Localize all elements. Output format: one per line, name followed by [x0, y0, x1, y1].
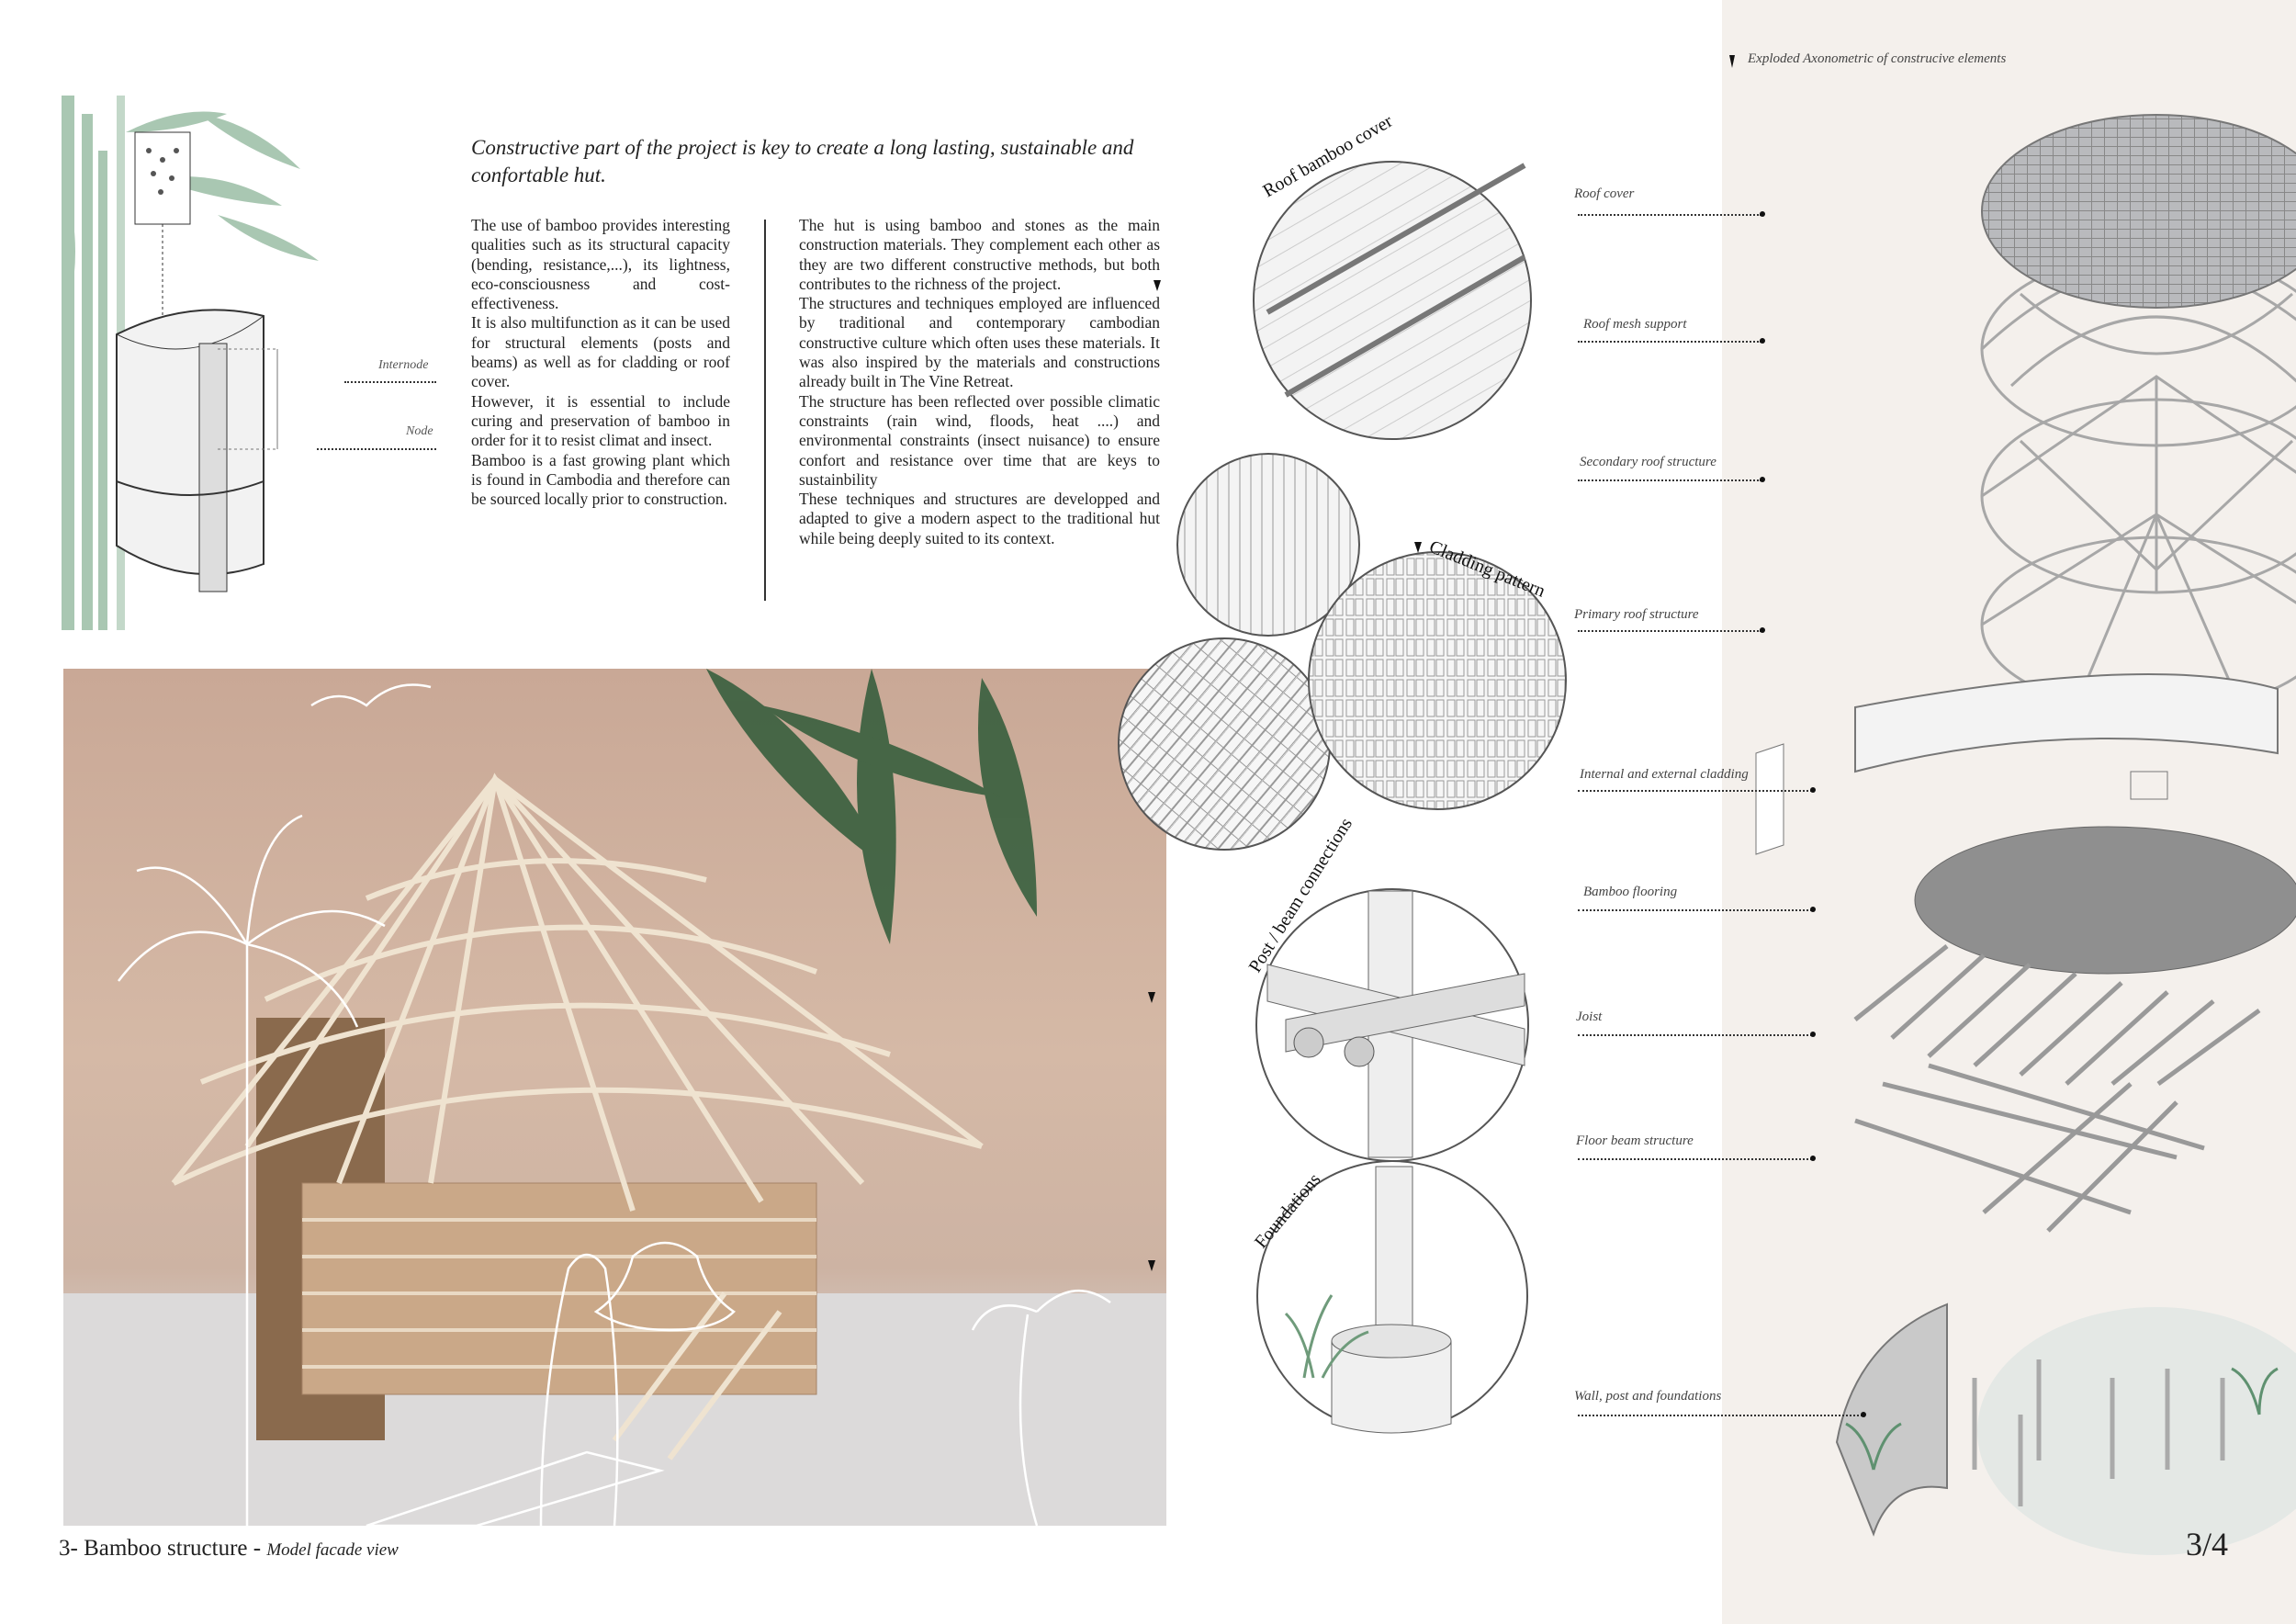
- paragraph: It is also multifunction as it can be us…: [471, 313, 730, 391]
- label-primary-roof-structure: Primary roof structure: [1574, 607, 1699, 622]
- intro-heading: Constructive part of the project is key …: [471, 136, 1134, 186]
- leader-dot: [1760, 627, 1765, 633]
- detail-circles: Roof bamboo cover Cladding pattern Post …: [1118, 111, 1567, 1434]
- leader-line: [1578, 479, 1761, 481]
- exploded-axonometric: [1755, 114, 2296, 1555]
- column-divider: [764, 220, 766, 601]
- caption-sub: Model facade view: [266, 1540, 399, 1560]
- marker-icon: [1729, 55, 1735, 68]
- internode-label: Internode: [378, 358, 429, 372]
- leader-dot: [1760, 211, 1765, 217]
- roof-cover-detail: [1253, 161, 1532, 440]
- label-cladding: Internal and external cladding: [1580, 767, 1749, 782]
- figure-caption: 3- Bamboo structure - Model facade view: [59, 1536, 399, 1562]
- cladding-detail-diagonal: [1118, 637, 1331, 851]
- leader-line: [1578, 790, 1812, 792]
- leader-line: [1578, 214, 1761, 216]
- leader-dot: [1810, 1032, 1816, 1037]
- bamboo-hut-model: [63, 669, 1166, 1526]
- leader-line: [1578, 1034, 1812, 1036]
- label-floor-beam-structure: Floor beam structure: [1576, 1133, 1694, 1148]
- page-number: 3/4: [2186, 1526, 2229, 1562]
- caption-main: 3- Bamboo structure -: [59, 1536, 267, 1561]
- leader-line: [1578, 909, 1812, 911]
- leader-dot: [1810, 907, 1816, 912]
- intro-column-2: The hut is using bamboo and stones as th…: [799, 216, 1160, 548]
- leader-dot: [1810, 787, 1816, 793]
- paragraph: However, it is essential to include curi…: [471, 391, 730, 450]
- label-joist: Joist: [1576, 1009, 1603, 1024]
- paragraph: The structure has been reflected over po…: [799, 391, 1160, 489]
- leader-dot: [1760, 338, 1765, 344]
- paragraph: These techniques and structures are deve…: [799, 490, 1160, 547]
- label-roof-mesh-support: Roof mesh support: [1583, 317, 1687, 332]
- cladding-detail-grid: [1308, 551, 1567, 810]
- node-leader: [317, 448, 436, 450]
- label-bamboo-flooring: Bamboo flooring: [1583, 885, 1678, 899]
- paragraph: The use of bamboo provides interesting q…: [471, 216, 730, 313]
- leader-dot: [1760, 477, 1765, 482]
- paragraph: The structures and techniques employed a…: [799, 294, 1160, 391]
- internode-leader: [344, 381, 436, 383]
- label-wall-post-foundations: Wall, post and foundations: [1574, 1389, 1722, 1404]
- axonometric-title: Exploded Axonometric of construcive elem…: [1748, 51, 2007, 66]
- paragraph: Bamboo is a fast growing plant which is …: [471, 450, 730, 509]
- model-photo: [63, 669, 1166, 1526]
- bamboo-illustration: [62, 96, 352, 630]
- leader-line: [1578, 1415, 1863, 1416]
- leader-line: [1578, 630, 1761, 632]
- leader-line: [1578, 1158, 1812, 1160]
- cladding-detail-vertical: [1176, 453, 1360, 637]
- leader-line: [1578, 341, 1761, 343]
- leader-dot: [1861, 1412, 1866, 1417]
- label-secondary-roof-structure: Secondary roof structure: [1580, 455, 1716, 469]
- intro-column-1: The use of bamboo provides interesting q…: [471, 216, 730, 509]
- paragraph: The hut is using bamboo and stones as th…: [799, 216, 1160, 293]
- node-label: Node: [406, 424, 433, 438]
- label-roof-cover: Roof cover: [1574, 186, 1635, 201]
- leader-dot: [1810, 1156, 1816, 1161]
